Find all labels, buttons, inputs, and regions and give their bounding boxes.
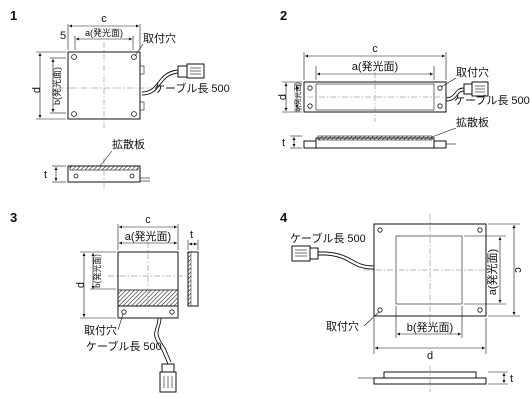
figure-4-label-t: t (510, 373, 513, 385)
figure-2-diffuser (317, 135, 433, 141)
figure-3-label-hole: 取付穴 (84, 323, 117, 337)
figure-3-hole (121, 309, 127, 315)
figure-1-label-a: a(発光面) (85, 27, 123, 38)
figure-2-label-b: b(発光面) (293, 82, 302, 112)
figure-4-hole (377, 227, 383, 233)
figure-2-label-c: c (372, 43, 378, 55)
figure-4-label-d: d (427, 350, 433, 362)
figure-1-label-t: t (44, 169, 47, 181)
figure-4-connector-plug (291, 245, 311, 262)
figure-3-label-d: d (75, 282, 87, 288)
figure-1-hole (71, 54, 77, 60)
figure-3-hole (169, 309, 175, 315)
figure-3-connector (161, 363, 175, 373)
figure-4-hole (377, 307, 383, 313)
figure-2-label-a: a(発光面) (352, 59, 398, 73)
figure-2-label-d: d (277, 94, 289, 100)
figure-1-tab (139, 65, 145, 75)
figure-4-label-a: a(発光面) (485, 249, 499, 295)
figure-2-flange (433, 140, 447, 149)
figure-4-connector (309, 247, 319, 260)
figure-1-cable (141, 69, 179, 93)
figure-4-label-hole: 取付穴 (326, 319, 359, 333)
figure-2-flange (303, 140, 317, 149)
figure-2-label-hole: 取付穴 (456, 65, 489, 79)
figure-1-label-b: b(発光面) (51, 67, 62, 105)
figure-1-connector (177, 65, 188, 78)
figure-1-hole (71, 111, 77, 117)
figure-3-label-cable: ケーブル長 500 (86, 339, 162, 353)
figure-2-label-t: t (282, 137, 285, 149)
figure-2-cable (445, 87, 465, 99)
figure-4-label-b: b(発光面) (407, 320, 453, 334)
figure-2-connector (463, 83, 473, 95)
figure-1-hole (129, 173, 135, 179)
figure-4: 4 ケーブル長 500 a(発光面) c 取付穴 b(発光面) (280, 210, 524, 392)
figure-3-number: 3 (10, 210, 17, 225)
figure-1-label-diffuser: 拡散板 (112, 137, 145, 151)
figure-4-cable (318, 251, 375, 267)
figure-3-label-a: a(発光面) (125, 229, 171, 243)
figure-2: 2 c a(発光面) d b(発光面) 取付穴 (277, 8, 530, 149)
figure-1: 1 c a(発光面) 5 d b(発光面) 取付穴 (10, 8, 230, 190)
figure-4-hole (477, 307, 483, 313)
figure-3-cable (154, 317, 169, 365)
figure-1-label-d: d (31, 87, 43, 93)
figure-1-tab (139, 101, 145, 111)
figure-3-label-b: b(発光面) (92, 254, 102, 288)
figure-4-hole (477, 227, 483, 233)
figure-3-label-t: t (190, 229, 193, 241)
figure-3-flange (117, 305, 179, 319)
figure-4-label-cable: ケーブル長 500 (290, 231, 366, 245)
figure-3-label-c: c (145, 214, 151, 226)
figure-1-hole (73, 173, 79, 179)
figure-2-hole (437, 103, 443, 109)
figure-3: 3 c a(発光面) d b(発光面) t 取付穴 (10, 210, 199, 393)
figure-2-hole (307, 103, 313, 109)
figure-2-number: 2 (280, 8, 287, 23)
figure-1-label-hole: 取付穴 (143, 31, 176, 45)
figure-1-label-margin: 5 (60, 30, 66, 42)
figure-2-label-cable: ケーブル長 500 (454, 93, 530, 107)
figure-4-number: 4 (280, 210, 288, 225)
figure-1-number: 1 (10, 8, 17, 23)
figure-1-label-c: c (101, 13, 107, 25)
figure-1-label-cable: ケーブル長 500 (154, 81, 230, 95)
figure-1-hole (131, 111, 137, 117)
figure-2-hole (307, 85, 313, 91)
figure-2-label-diffuser: 拡散板 (456, 115, 489, 129)
figure-4-label-c: c (512, 267, 524, 273)
